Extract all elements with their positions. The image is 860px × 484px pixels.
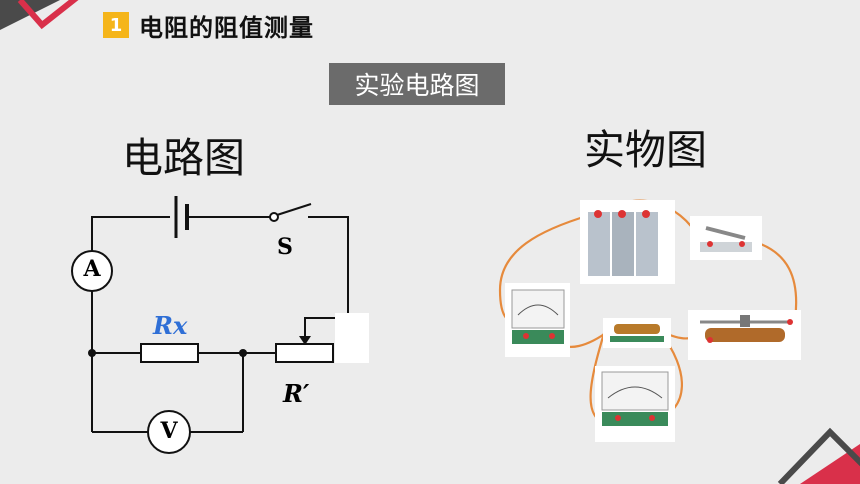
rheostat-label: R′: [283, 379, 310, 408]
circuit-diagram-heading: 电路图: [122, 134, 245, 182]
section-number-badge: 1: [103, 12, 129, 38]
voltmeter-label: V: [160, 418, 178, 444]
photo-diagram-heading: 实物图: [584, 126, 707, 174]
section-header: 1 电阻的阻值测量: [103, 8, 314, 42]
resistor-photo: [603, 318, 671, 348]
banner-label: 实验电路图: [329, 63, 505, 105]
ammeter-photo: [505, 283, 570, 357]
resistor-label: Rx: [153, 311, 188, 340]
ammeter-label: A: [83, 256, 101, 282]
knife-switch: [690, 216, 762, 260]
switch-label: S: [277, 234, 293, 260]
battery-pack: [580, 200, 675, 284]
section-title: 电阻的阻值测量: [139, 13, 314, 42]
circuit-diagram: [71, 196, 369, 454]
apparatus-photo: [498, 199, 801, 442]
corner-decoration-top-left: [0, 0, 79, 30]
rheostat-photo: [688, 310, 801, 360]
voltmeter-photo: [595, 366, 675, 442]
corner-decoration-bottom-right: [777, 427, 860, 484]
